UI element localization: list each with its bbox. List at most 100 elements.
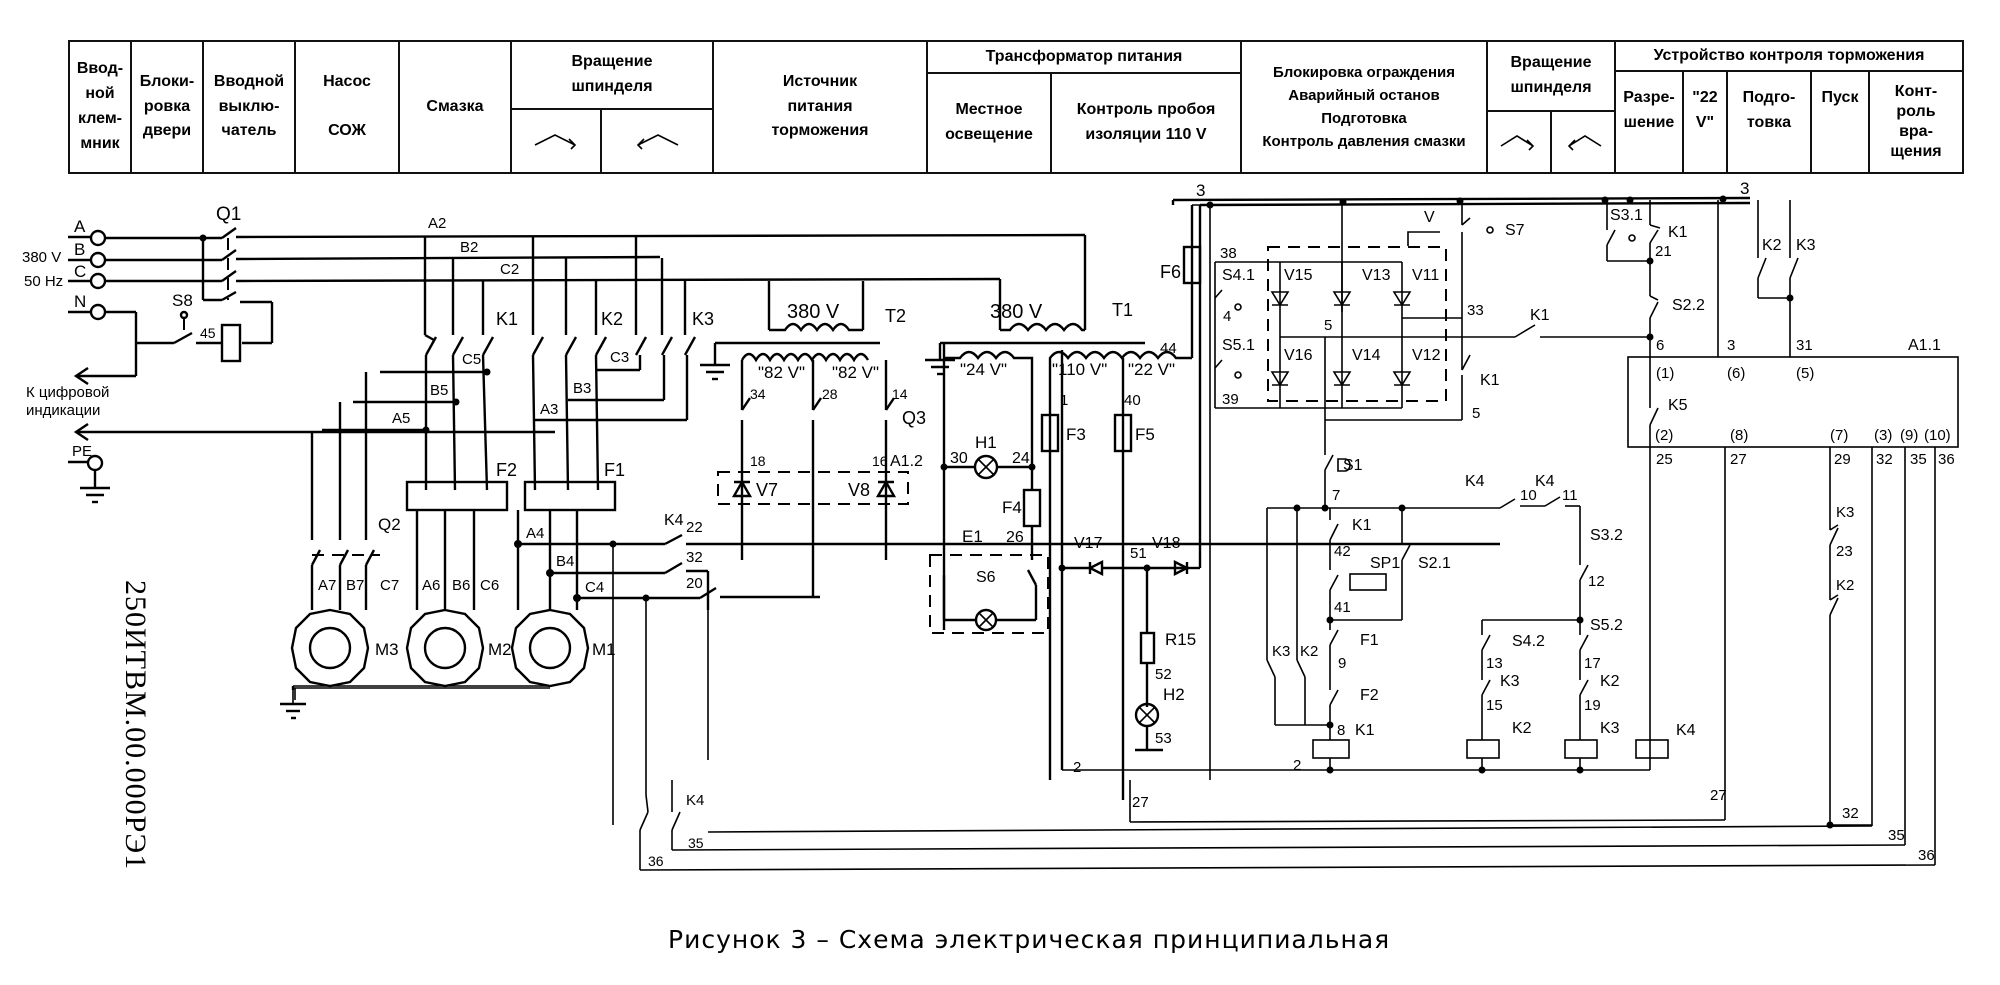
- q1-label: Q1: [216, 204, 241, 225]
- header-label: Блоки- ровка двери: [139, 72, 195, 140]
- digital-indication-label-2: индикации: [26, 402, 100, 419]
- k1-contact-label-2: K1: [1480, 372, 1500, 389]
- wire-53-label: 53: [1155, 730, 1172, 747]
- wire-36-label-2: 36: [1918, 847, 1935, 864]
- voltage-label: 380 V: [22, 249, 61, 266]
- header-label: Источник питания торможения: [771, 72, 869, 140]
- a3-label: A3: [540, 401, 558, 418]
- document-code: 250ИТВМ.00.000РЭ1: [119, 580, 152, 871]
- pin-6-label: (6): [1727, 365, 1745, 382]
- t2-secondary-voltage-1: "82 V": [758, 363, 805, 382]
- b2-label: B2: [460, 239, 478, 256]
- phase-b-label: B: [74, 240, 85, 259]
- wire-2-label-2: 2: [1073, 759, 1081, 776]
- brake-contacts: [514, 533, 1500, 825]
- s4-2-label: S4.2: [1512, 633, 1545, 650]
- s5-2-label: S5.2: [1590, 617, 1623, 634]
- header-label: "22 V": [1692, 89, 1718, 131]
- v18-label: V18: [1152, 535, 1181, 552]
- frequency-label: 50 Hz: [24, 273, 63, 290]
- k3-interlock-label: K3: [1500, 673, 1520, 690]
- wire-29-label: 29: [1834, 451, 1851, 468]
- f1-contact-label: F1: [1360, 632, 1379, 649]
- wire-32-label-2: 32: [1876, 451, 1893, 468]
- wire-20-label: 20: [686, 575, 703, 592]
- wire-3-label: 3: [1196, 181, 1205, 200]
- k2-contact-label-2: K2: [1836, 577, 1854, 594]
- k4-contact-label-2: K4: [1535, 473, 1555, 490]
- wire-32-label: 32: [686, 549, 703, 566]
- wire-10-label: 10: [1520, 487, 1537, 504]
- wire-38-label: 38: [1220, 245, 1237, 262]
- c2-label: C2: [500, 261, 519, 278]
- f2-contact-label: F2: [1360, 687, 1379, 704]
- c6-label: C6: [480, 577, 499, 594]
- s3-1-label: S3.1: [1610, 207, 1643, 224]
- wire-14-label: 14: [892, 386, 908, 402]
- k4-coil-label: K4: [1676, 722, 1696, 739]
- t1-110v-label: "110 V": [1052, 360, 1107, 379]
- wire-12-label: 12: [1588, 573, 1605, 590]
- k5-label: K5: [1668, 397, 1688, 414]
- wire-24-label: 24: [1012, 450, 1030, 467]
- k3-contact-label: K3: [1796, 237, 1816, 254]
- motors: [280, 608, 590, 720]
- header-label: Подго- товка: [1742, 89, 1796, 131]
- k2-coil-label: K2: [1512, 720, 1532, 737]
- v11-label: V11: [1412, 267, 1439, 284]
- header-insulation-control: Контроль пробоя изоляции 110 V: [1050, 72, 1242, 174]
- header-label: Местное освещение: [945, 101, 1033, 143]
- pin-7-label: (7): [1830, 427, 1848, 444]
- header-label: Блокировка ограждения Аварийный останов …: [1262, 63, 1466, 151]
- t2-primary-voltage: 380 V: [787, 301, 840, 323]
- header-label: Вращение шпинделя: [1510, 54, 1592, 96]
- wire-18-label: 18: [750, 453, 766, 469]
- k2-contact-label: K2: [1762, 237, 1782, 254]
- wire-27-label-3: 27: [1710, 787, 1727, 804]
- wire-34-label: 34: [750, 386, 766, 402]
- wire-27-label: 27: [1730, 451, 1747, 468]
- wire-5-label: 5: [1324, 317, 1332, 334]
- k4-label: K4: [664, 512, 684, 529]
- f3-label: F3: [1066, 425, 1086, 444]
- b7-label: B7: [346, 577, 364, 594]
- header-label: Вращение шпинделя: [571, 53, 653, 95]
- wire-9-label: 9: [1338, 655, 1346, 672]
- wire-35-label-3: 35: [688, 835, 704, 851]
- wire-27-label-2: 27: [1132, 794, 1149, 811]
- v8-label: V8: [848, 480, 870, 500]
- wire-16-label: 16: [872, 453, 888, 469]
- v16-label: V16: [1284, 347, 1313, 364]
- wire-15-label: 15: [1486, 697, 1503, 714]
- motor-m2-icon: [405, 608, 485, 688]
- transformer-t1: [925, 205, 1202, 800]
- wire-52-label: 52: [1155, 666, 1172, 683]
- f5-label: F5: [1135, 425, 1155, 444]
- b6-label: B6: [452, 577, 470, 594]
- v14-label: V14: [1352, 347, 1381, 364]
- f4-label: F4: [1002, 498, 1022, 517]
- figure-caption: Рисунок 3 – Схема электрическая принципи…: [668, 925, 1391, 954]
- v17-label: V17: [1074, 535, 1103, 552]
- a2-label: A2: [428, 215, 446, 232]
- h2-label: H2: [1163, 685, 1185, 704]
- wire-11-label: 11: [1562, 487, 1578, 504]
- header-label: Конт- роль вра- щения: [1890, 83, 1942, 160]
- t1-24v-label: "24 V": [960, 360, 1007, 379]
- wire-36-label-3: 36: [648, 853, 664, 869]
- wire-23-label: 23: [1836, 543, 1853, 560]
- power-contactors: [310, 236, 697, 610]
- pin-2-label: (2): [1655, 427, 1673, 444]
- digital-indication-label: К цифровой: [26, 384, 109, 401]
- wire-26-label: 26: [1006, 529, 1024, 546]
- pin-8-label: (8): [1730, 427, 1748, 444]
- c4-label: C4: [585, 579, 604, 596]
- transformer-t2: [700, 281, 909, 597]
- a5-label: A5: [392, 410, 410, 427]
- v12-label: V12: [1412, 347, 1441, 364]
- header-label: Контроль пробоя изоляции 110 V: [1076, 101, 1216, 143]
- v-label: V: [1424, 209, 1435, 226]
- wire-7-label: 7: [1332, 487, 1340, 504]
- h1-label: H1: [975, 433, 997, 452]
